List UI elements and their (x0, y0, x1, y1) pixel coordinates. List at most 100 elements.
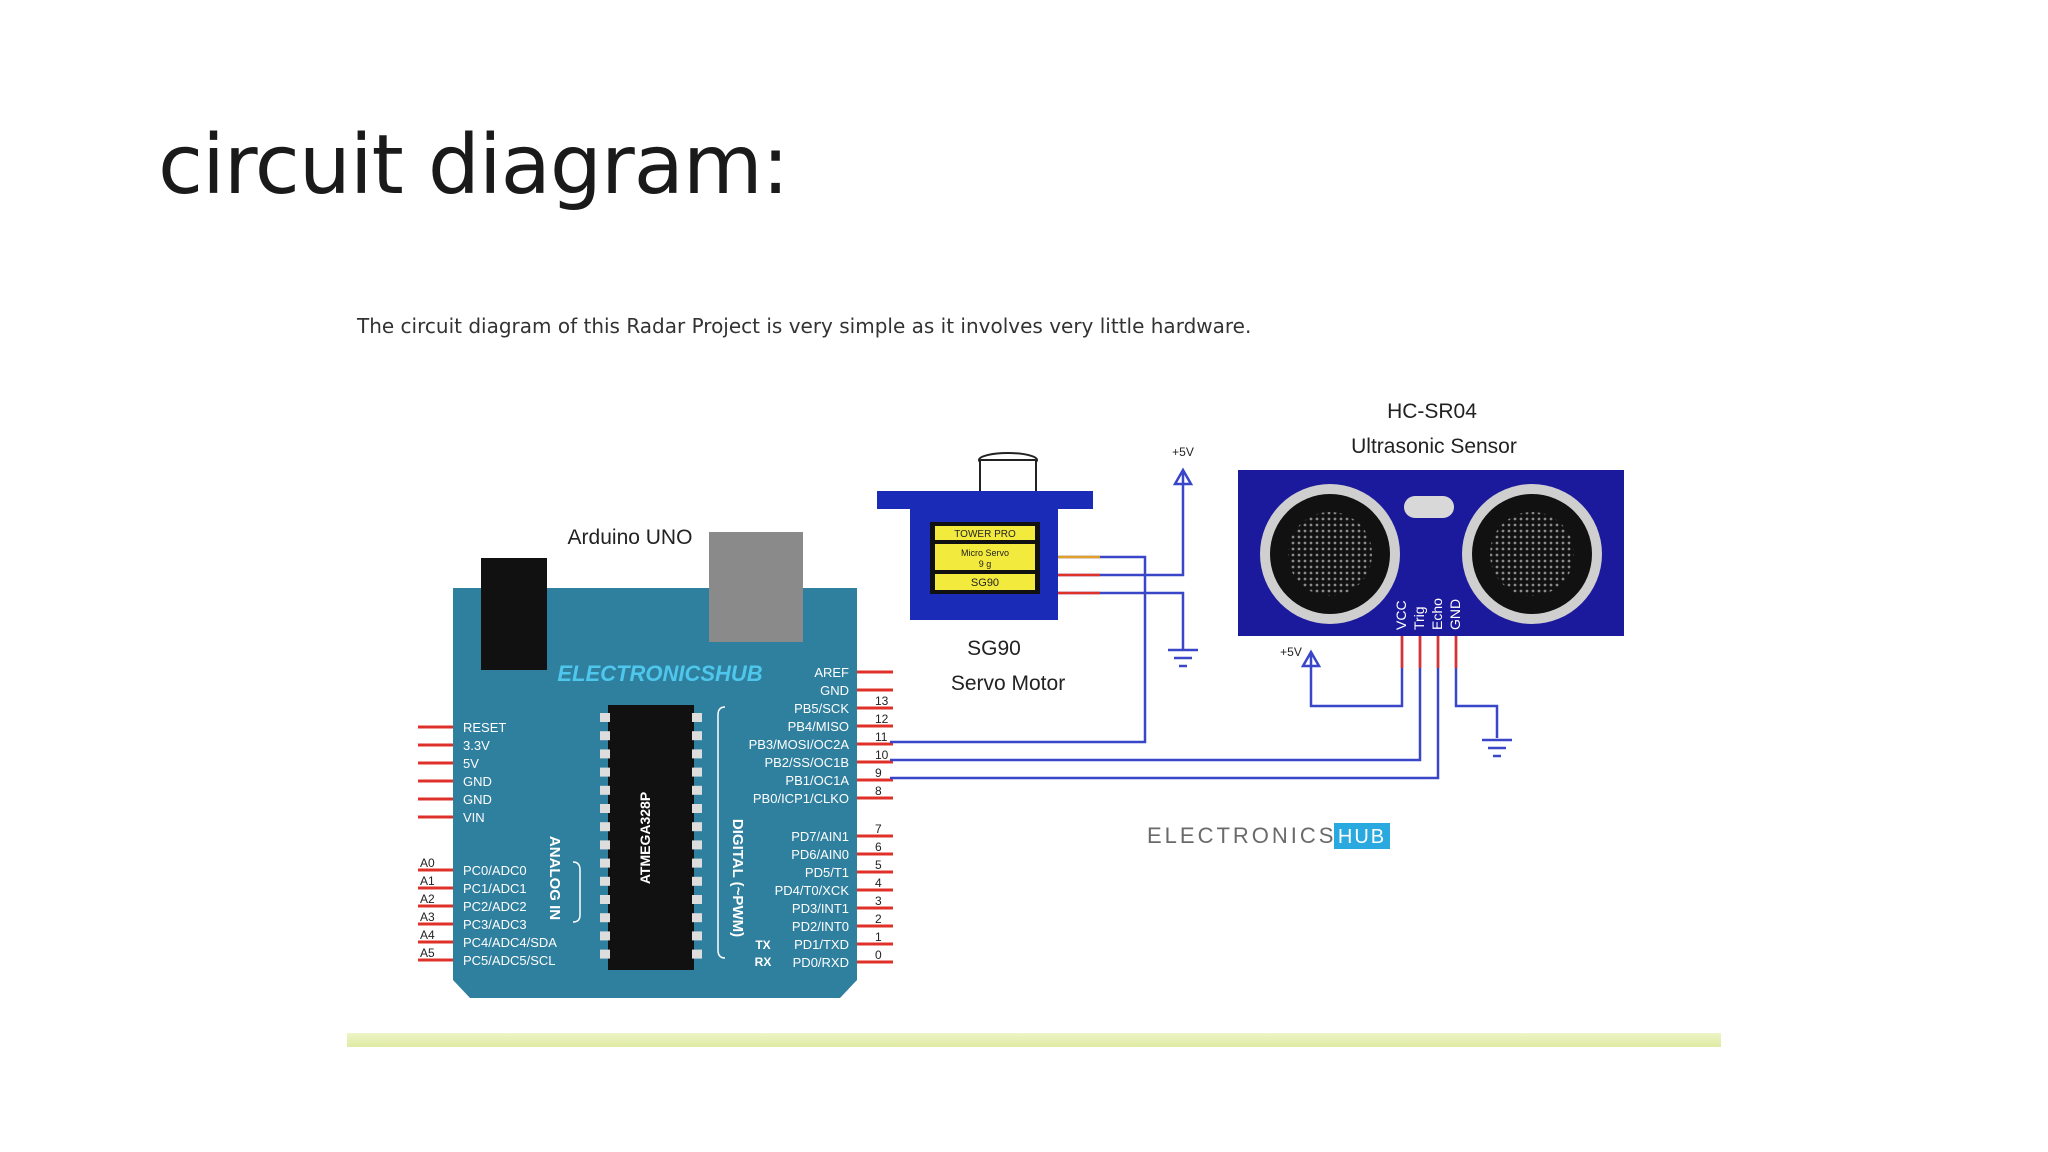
servo-signal-wire (890, 555, 1147, 744)
analog-bracket (572, 861, 581, 923)
digital-pin-number: 1 (875, 930, 882, 944)
electronicshub-watermark: ELECTRONICS HUB (1147, 823, 1390, 849)
arduino-board: Arduino UNO ELECTRONICSHUB ATMEGA328P AN… (418, 526, 893, 998)
analog-pin-name: A4 (420, 928, 435, 942)
digital-pin-number: 5 (875, 858, 882, 872)
left-pin-label: GND (463, 774, 492, 789)
analog-in-label: ANALOG IN (546, 836, 563, 920)
digital-pin-label: PB1/OC1A (785, 773, 849, 788)
tx-label: TX (755, 938, 770, 952)
bottom-strip (347, 1033, 1721, 1047)
digital-pin-label: PD7/AIN1 (791, 829, 849, 844)
servo-sticker-line2: Micro Servo (961, 548, 1009, 558)
watermark-badge-text: HUB (1338, 826, 1386, 848)
servo-mount (877, 491, 1093, 509)
digital-pin-label: PD0/RXD (793, 955, 849, 970)
digital-pin-label: PB2/SS/OC1B (764, 755, 849, 770)
digital-pin-number: 2 (875, 912, 882, 926)
servo-gnd-wire (1058, 591, 1185, 650)
left-pin-label: RESET (463, 720, 506, 735)
digital-pin-label: PB4/MISO (788, 719, 849, 734)
sensor-trig-wire (890, 636, 1422, 762)
digital-pin-label: AREF (814, 665, 849, 680)
analog-pin-label: PC0/ADC0 (463, 863, 527, 878)
digital-pin-number: 12 (875, 712, 889, 726)
analog-pin-label: PC4/ADC4/SDA (463, 935, 557, 950)
digital-pin-number: 10 (875, 748, 889, 762)
servo-5v-supply: +5V (1172, 445, 1194, 486)
digital-pin-number: 6 (875, 840, 882, 854)
receiver-transducer (1462, 484, 1602, 624)
analog-pin-name: A1 (420, 874, 435, 888)
digital-pin-label: PD5/T1 (805, 865, 849, 880)
digital-pin-number: 11 (875, 730, 888, 744)
servo-subtitle: Servo Motor (951, 672, 1065, 695)
analog-pin-name: A2 (420, 892, 435, 906)
digital-label: DIGITAL (~PWM) (729, 819, 746, 937)
servo-motor: TOWER PRO Micro Servo 9 g SG90 SG90 Serv… (877, 452, 1093, 695)
analog-pin-name: A0 (420, 856, 435, 870)
analog-pin-name: A5 (420, 946, 435, 960)
sensor-pin-label: Echo (1429, 598, 1445, 630)
digital-pin-number: 13 (875, 694, 889, 708)
digital-pin-label: PD2/INT0 (792, 919, 849, 934)
analog-pin-name: A3 (420, 910, 435, 924)
usb-port (709, 532, 803, 642)
digital-pin-label: PD1/TXD (794, 937, 849, 952)
watermark-text: ELECTRONICS (1147, 823, 1336, 848)
slide-title: circuit diagram: (158, 118, 789, 213)
sensor-crystal (1404, 496, 1454, 518)
wires (890, 484, 1499, 780)
sensor-pin-label: GND (1447, 599, 1463, 630)
digital-pin-number: 9 (875, 766, 882, 780)
left-pin-label: 3.3V (463, 738, 490, 753)
digital-pin-label: PB3/MOSI/OC2A (749, 737, 850, 752)
servo-sticker-line3: 9 g (979, 559, 992, 569)
digital-pin-number: 7 (875, 822, 882, 836)
sensor-5v-label: +5V (1280, 645, 1302, 659)
left-pin-label: VIN (463, 810, 485, 825)
left-pin-label: GND (463, 792, 492, 807)
power-jack (481, 558, 547, 670)
servo-sticker-line4: SG90 (971, 577, 999, 589)
digital-pin-label: PD4/T0/XCK (775, 883, 850, 898)
digital-pin-label: PD6/AIN0 (791, 847, 849, 862)
atmega-chip: ATMEGA328P (600, 705, 702, 970)
chip-label: ATMEGA328P (637, 792, 653, 884)
digital-pin-label: GND (820, 683, 849, 698)
transmitter-transducer (1260, 484, 1400, 624)
sensor-echo-wire (890, 636, 1440, 780)
arduino-label: Arduino UNO (568, 526, 693, 549)
left-pin-label: 5V (463, 756, 479, 771)
watermark-badge (1334, 823, 1390, 849)
sensor-subtitle: Ultrasonic Sensor (1351, 435, 1517, 458)
rx-label: RX (755, 955, 772, 969)
servo-title: SG90 (967, 637, 1021, 660)
servo-ground-symbol (1168, 648, 1198, 668)
sensor-pin-label: VCC (1393, 600, 1409, 630)
sensor-ground-symbol (1482, 738, 1512, 758)
analog-pin-label: PC1/ADC1 (463, 881, 527, 896)
sensor-vcc-wire (1309, 636, 1404, 708)
servo-sticker-line1: TOWER PRO (954, 529, 1016, 540)
sensor-gnd-wire (1454, 636, 1499, 738)
analog-pin-label: PC5/ADC5/SCL (463, 953, 555, 968)
digital-pin-label: PD3/INT1 (792, 901, 849, 916)
digital-bracket (717, 706, 726, 959)
board-brand: ELECTRONICSHUB (557, 661, 762, 686)
digital-pin-number: 0 (875, 948, 882, 962)
analog-pin-label: PC3/ADC3 (463, 917, 527, 932)
sensor-pin-label: Trig (1411, 606, 1427, 630)
analog-pin-label: PC2/ADC2 (463, 899, 527, 914)
sensor-5v-supply: +5V (1280, 645, 1322, 668)
digital-pin-number: 4 (875, 876, 882, 890)
servo-5v-label: +5V (1172, 445, 1194, 459)
digital-pin-label: PB5/SCK (794, 701, 849, 716)
sensor-title: HC-SR04 (1387, 400, 1477, 423)
digital-pin-label: PB0/ICP1/CLKO (753, 791, 849, 806)
digital-pin-number: 3 (875, 894, 882, 908)
digital-pin-number: 8 (875, 784, 882, 798)
